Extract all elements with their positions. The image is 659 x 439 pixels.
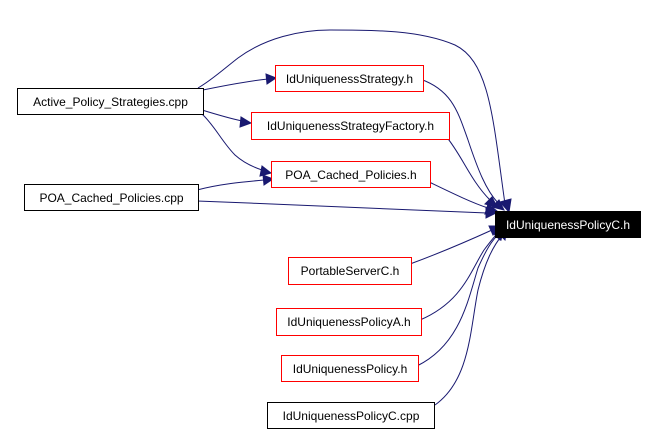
edge-iduniquenesspolicya-h-to-iduniquenesspolicyc-h bbox=[419, 233, 498, 321]
edge-iduniquenessstrategyfactory-h-to-iduniquenesspolicyc-h bbox=[444, 134, 491, 201]
arrowhead bbox=[262, 174, 275, 186]
edge-poa-cached-policies-cpp-to-iduniquenesspolicyc-h bbox=[196, 200, 488, 214]
edge-active-policy-strategies-cpp-to-iduniquenesspolicyc-h bbox=[197, 29, 506, 205]
edge-poa-cached-policies-cpp-to-poa-cached-policies-h bbox=[196, 179, 265, 191]
edge-active-policy-strategies-cpp-to-poa-cached-policies-h bbox=[201, 113, 263, 171]
node-iduniquenesspolicya-h[interactable]: IdUniquenessPolicyA.h bbox=[276, 308, 422, 336]
edge-iduniquenessstrategy-h-to-iduniquenesspolicyc-h bbox=[419, 78, 499, 204]
arrowhead bbox=[499, 198, 512, 214]
node-iduniquenesspolicyc-h[interactable]: IdUniquenessPolicyC.h bbox=[495, 211, 641, 238]
edge-iduniquenesspolicyc-cpp-to-iduniquenesspolicyc-h bbox=[434, 233, 504, 406]
edge-portableserverc-h-to-iduniquenesspolicyc-h bbox=[409, 229, 493, 265]
node-portableserverc-h[interactable]: PortableServerC.h bbox=[288, 257, 412, 285]
node-iduniquenesspolicy-h[interactable]: IdUniquenessPolicy.h bbox=[281, 355, 419, 382]
arrowhead bbox=[265, 73, 278, 85]
edge-poa-cached-policies-h-to-iduniquenesspolicyc-h bbox=[424, 179, 489, 209]
edge-active-policy-strategies-cpp-to-iduniquenessstrategyfactory-h bbox=[201, 109, 243, 122]
arrowhead bbox=[484, 203, 499, 215]
node-active-policy-strategies-cpp[interactable]: Active_Policy_Strategies.cpp bbox=[17, 88, 204, 115]
arrowhead bbox=[239, 116, 253, 128]
edge-active-policy-strategies-cpp-to-iduniquenessstrategy-h bbox=[197, 78, 269, 92]
arrowhead bbox=[259, 165, 273, 177]
node-iduniquenessstrategy-h[interactable]: IdUniquenessStrategy.h bbox=[275, 65, 424, 92]
node-poa-cached-policies-h[interactable]: POA_Cached_Policies.h bbox=[271, 161, 431, 188]
node-iduniquenesspolicyc-cpp[interactable]: IdUniquenessPolicyC.cpp bbox=[267, 402, 435, 429]
node-iduniquenessstrategyfactory-h[interactable]: IdUniquenessStrategyFactory.h bbox=[251, 112, 450, 140]
node-poa-cached-policies-cpp[interactable]: POA_Cached_Policies.cpp bbox=[24, 184, 199, 211]
edge-iduniquenesspolicy-h-to-iduniquenesspolicyc-h bbox=[416, 233, 500, 367]
arrowhead bbox=[484, 196, 498, 208]
